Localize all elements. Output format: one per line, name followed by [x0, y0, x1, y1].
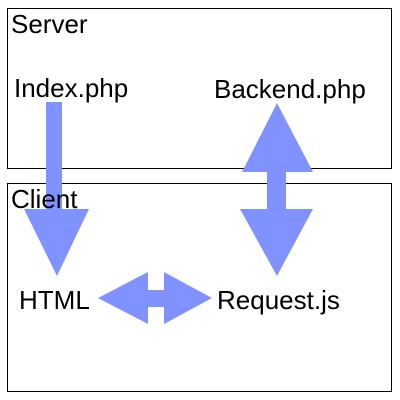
server-box — [7, 8, 392, 169]
index-php-label: Index.php — [14, 73, 129, 103]
request-js-label: Request.js — [217, 285, 340, 315]
server-label: Server — [11, 9, 88, 39]
client-label: Client — [11, 184, 78, 214]
html-label: HTML — [19, 285, 90, 315]
backend-php-label: Backend.php — [214, 74, 366, 104]
